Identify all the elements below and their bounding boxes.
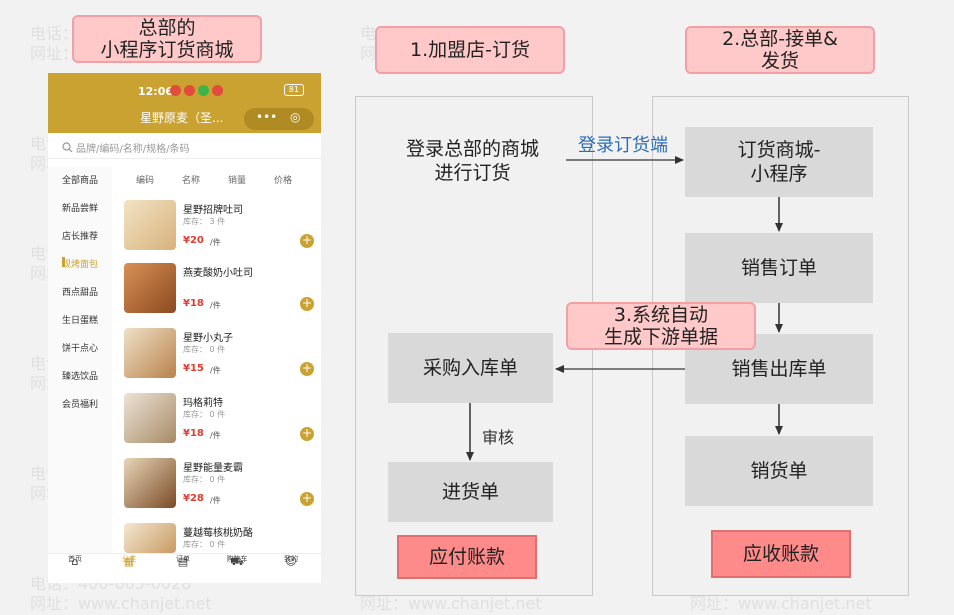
category-icon: ▦ — [123, 555, 135, 568]
sales-slip-box: 销货单 — [685, 436, 873, 506]
category-sidebar: 全部商品 新品尝鲜 店长推荐 现烤面包 西点甜品 生日蛋糕 饼干点心 臻选饮品 … — [48, 167, 112, 553]
active-marker — [62, 257, 65, 267]
add-to-cart-button[interactable]: + — [300, 491, 314, 506]
product-unit: /件 — [210, 366, 221, 375]
audit-label: 审核 — [482, 428, 515, 447]
auto-generate-box: 3.系统自动 生成下游单据 — [566, 302, 756, 350]
hq-accept-ship-title: 2.总部-接单& 发货 — [685, 26, 875, 74]
tab-label: 购物车 — [226, 555, 248, 563]
battery-icon: 81 — [284, 84, 304, 96]
product-image — [124, 393, 176, 443]
product-name: 星野能量麦霸 — [183, 463, 243, 474]
mini-program-phone: 12:06 81 星野原麦（圣... ••• ◎ 品牌/编码/名称/规格/条码 … — [48, 73, 321, 583]
add-to-cart-button[interactable]: + — [300, 361, 314, 376]
product-price: ¥18 — [183, 428, 204, 439]
order-mall-box: 订货商城- 小程序 — [685, 127, 873, 197]
sort-price[interactable]: 价格 — [274, 176, 293, 186]
product-name: 燕麦酸奶小吐司 — [183, 268, 253, 279]
login-order-label: 登录订货端 — [578, 135, 668, 156]
product-stock: 库存： 0 件 — [183, 410, 226, 419]
product-stock: 库存： 0 件 — [183, 475, 226, 484]
product-price: ¥15 — [183, 363, 204, 374]
product-name: 玛格莉特 — [183, 398, 223, 409]
product-image — [124, 200, 176, 250]
inbound-slip-box: 进货单 — [388, 462, 553, 522]
category-item[interactable]: 新品尝鲜 — [62, 204, 99, 214]
category-item[interactable]: 生日蛋糕 — [62, 316, 99, 326]
bottom-tab-bar: ⌂首页 ▦分类 ▤订单 ⛟购物车 ☺我的 — [48, 553, 321, 583]
add-to-cart-button[interactable]: + — [300, 296, 314, 311]
search-bar[interactable]: 品牌/编码/名称/规格/条码 — [48, 137, 321, 159]
user-icon: ☺ — [285, 555, 297, 568]
category-item-active[interactable]: 现烤面包 — [62, 260, 99, 270]
login-mall-text: 登录总部的商城 进行订货 — [405, 138, 539, 184]
chat-icon — [184, 85, 195, 96]
sort-code[interactable]: 编码 — [136, 176, 155, 186]
tab-label: 首页 — [68, 555, 82, 563]
product-image — [124, 263, 176, 313]
product-unit: /件 — [210, 238, 221, 247]
product-stock: 库存： 0 件 — [183, 345, 226, 354]
sort-name[interactable]: 名称 — [182, 176, 201, 186]
close-target-icon[interactable]: ◎ — [290, 110, 301, 124]
accounts-payable-box: 应付账款 — [397, 535, 537, 579]
search-input[interactable]: 品牌/编码/名称/规格/条码 — [76, 144, 190, 155]
product-image — [124, 458, 176, 508]
sort-sales[interactable]: 销量 — [228, 176, 247, 186]
category-item[interactable]: 店长推荐 — [62, 232, 99, 242]
store-title: 星野原麦（圣... — [140, 111, 224, 125]
tab-label: 我的 — [284, 555, 298, 563]
sales-order-box: 销售订单 — [685, 233, 873, 303]
product-price: ¥18 — [183, 298, 204, 309]
category-item[interactable]: 臻选饮品 — [62, 372, 99, 382]
tab-label: 分类 — [122, 555, 136, 563]
mini-program-capsule[interactable]: ••• ◎ — [244, 108, 314, 130]
product-image — [124, 523, 176, 553]
category-item[interactable]: 饼干点心 — [62, 344, 99, 354]
tab-label: 订单 — [176, 555, 190, 563]
category-item[interactable]: 全部商品 — [62, 176, 99, 186]
product-unit: /件 — [210, 301, 221, 310]
product-image — [124, 328, 176, 378]
hq-mall-title: 总部的 小程序订货商城 — [72, 15, 262, 63]
notification-icon — [170, 85, 181, 96]
product-price: ¥28 — [183, 493, 204, 504]
category-item[interactable]: 西点甜品 — [62, 288, 99, 298]
purchase-receipt-box: 采购入库单 — [388, 333, 553, 403]
more-icon[interactable]: ••• — [256, 110, 278, 124]
status-time: 12:06 — [138, 85, 174, 98]
home-icon: ⌂ — [71, 555, 79, 568]
search-icon — [62, 142, 73, 153]
product-stock: 库存： 3 件 — [183, 217, 226, 226]
add-to-cart-button[interactable]: + — [300, 426, 314, 441]
product-unit: /件 — [210, 496, 221, 505]
product-stock: 库存： 0 件 — [183, 540, 226, 549]
cart-icon: ⛟ — [230, 555, 244, 568]
product-price: ¥20 — [183, 235, 204, 246]
add-to-cart-button[interactable]: + — [300, 233, 314, 248]
accounts-receivable-box: 应收账款 — [711, 530, 851, 578]
orders-icon: ▤ — [177, 555, 189, 568]
app-icon — [212, 85, 223, 96]
product-unit: /件 — [210, 431, 221, 440]
wechat-icon — [198, 85, 209, 96]
product-name: 蔓越莓核桃奶酪 — [183, 528, 253, 539]
product-name: 星野小丸子 — [183, 333, 233, 344]
franchise-order-title: 1.加盟店-订货 — [375, 26, 565, 74]
category-item[interactable]: 会员福利 — [62, 400, 99, 410]
product-name: 星野招牌吐司 — [183, 205, 243, 216]
